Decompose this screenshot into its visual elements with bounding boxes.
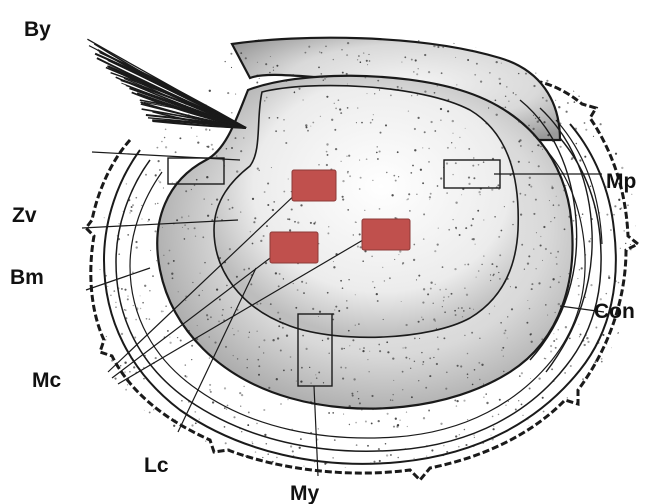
label-con: Con — [594, 300, 635, 323]
red-marker-3 — [362, 219, 410, 250]
label-my: My — [290, 482, 319, 504]
byssus-threads — [87, 39, 246, 128]
label-lc: Lc — [144, 454, 169, 477]
label-mc: Mc — [32, 369, 61, 392]
red-marker-2 — [270, 232, 318, 263]
label-mp: Mp — [606, 170, 636, 193]
label-bm: Bm — [10, 266, 44, 289]
red-marker-1 — [292, 170, 336, 201]
label-by: By — [24, 18, 51, 41]
label-zv: Zv — [12, 204, 37, 227]
visceral-mass — [214, 86, 518, 338]
